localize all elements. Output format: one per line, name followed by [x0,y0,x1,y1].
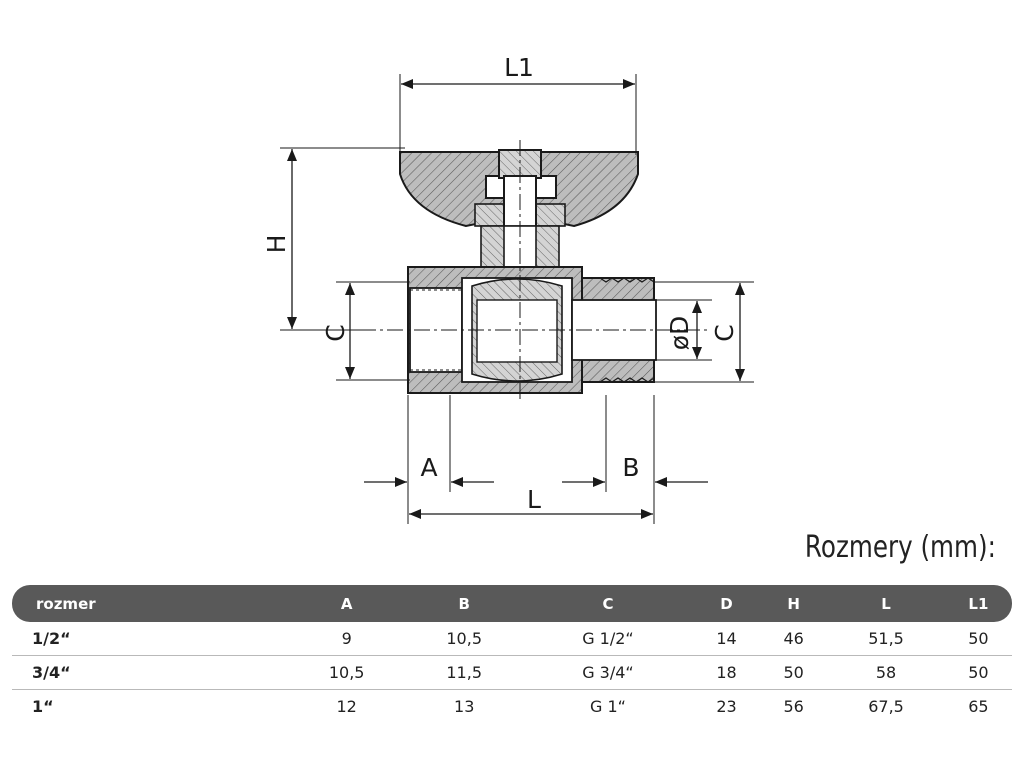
table-cell: 50 [944,655,1012,690]
dim-label-b: B [622,453,639,482]
table-cell: 10,5 [405,622,523,656]
table-row: 1“ 12 13 G 1“ 23 56 67,5 65 [12,690,1012,724]
table-cell: 1“ [32,697,54,716]
center-lines [360,140,708,400]
table-cell: 14 [692,622,761,656]
table-cell: 11,5 [405,655,523,690]
table-header-row: rozmer A B C D H L L1 [12,585,1012,622]
table-cell: 58 [827,655,945,690]
header-cell: A [287,585,406,622]
table-cell: 46 [760,622,828,656]
table-cell: 50 [944,622,1012,656]
table-cell: 50 [760,655,828,690]
table-cell: 23 [716,697,737,716]
header-cell: B [405,585,523,622]
dim-label-c-right: C [710,324,739,341]
header-cell: H [760,585,828,622]
table-cell: 65 [968,697,989,716]
table-cell: 10,5 [287,655,406,690]
dimension-lines [287,79,745,519]
table-cell: G 1/2“ [522,622,693,656]
header-cell: L [827,585,945,622]
table-cell: 18 [692,655,761,690]
table-cell: 12 [336,697,357,716]
dim-label-d: øD [665,316,694,351]
table-cell: G 3/4“ [522,655,693,690]
dimensions-table: rozmer A B C D H L L1 1/2“ 9 10,5 G 1/2“… [12,585,1012,723]
table-cell: 3/4“ [12,655,288,690]
table-cell: 51,5 [827,622,945,656]
header-cell: D [692,585,761,622]
dim-label-l: L [527,485,541,514]
header-cell: rozmer [12,585,288,622]
header-cell: L1 [944,585,1012,622]
table-cell: 67,5 [868,697,904,716]
dim-label-a: A [420,453,437,482]
table-row: 1/2“ 9 10,5 G 1/2“ 14 46 51,5 50 [12,622,1012,656]
dim-label-c-left: C [321,324,350,341]
table-cell: G 1“ [589,697,626,716]
header-cell: C [522,585,693,622]
table-cell: 1/2“ [12,622,288,656]
table-cell: 56 [783,697,804,716]
table-row: 3/4“ 10,5 11,5 G 3/4“ 18 50 58 50 [12,655,1012,690]
dim-label-l1: L1 [504,53,534,82]
table-cell: 9 [287,622,406,656]
table-cell: 13 [454,697,475,716]
extension-lines [280,74,754,524]
section-title: Rozmery (mm): [805,530,996,565]
ball-valve-technical-drawing: L1 H C øD C A B L [262,53,754,524]
dim-label-h: H [262,235,291,254]
